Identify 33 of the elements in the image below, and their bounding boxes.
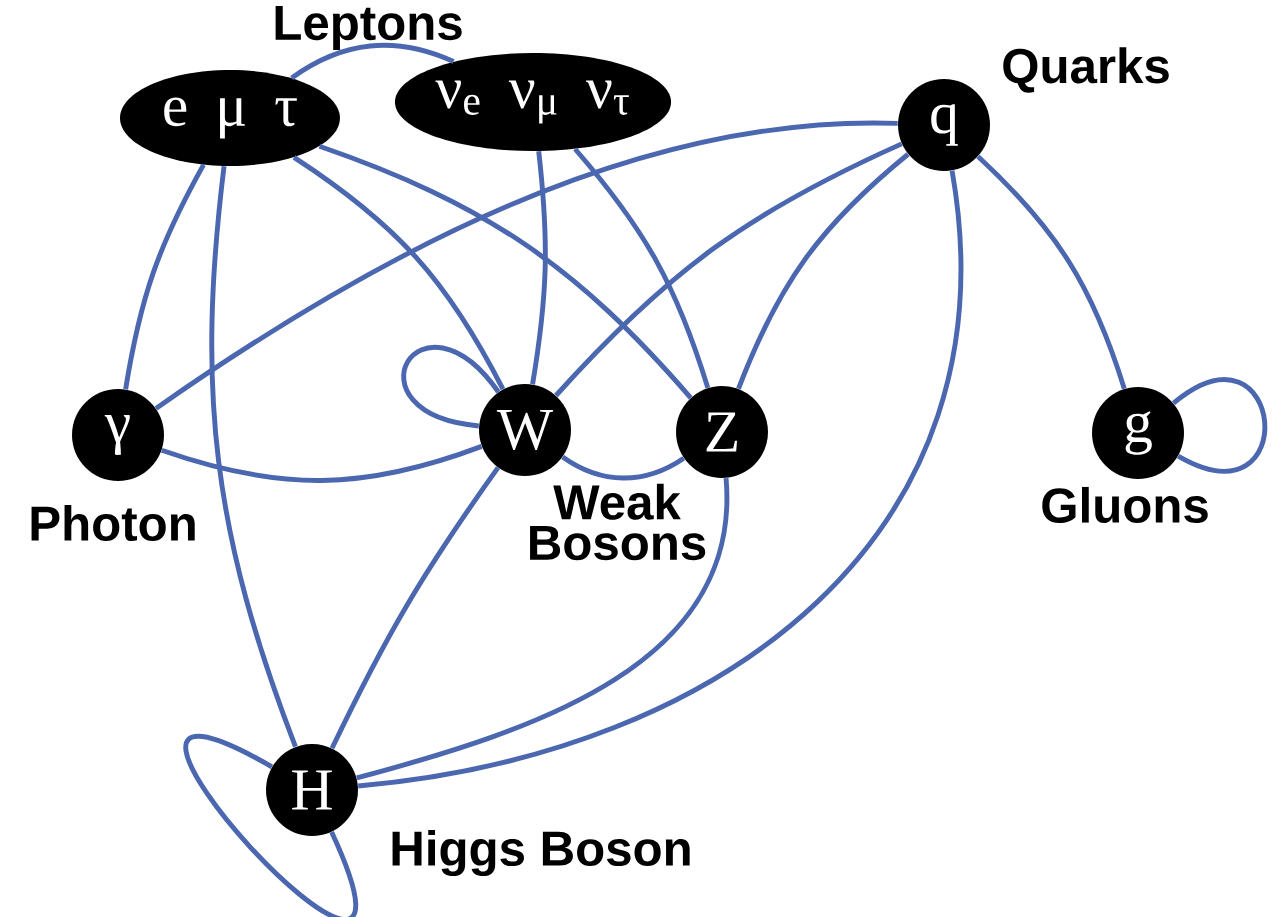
interaction-line: [401, 345, 501, 429]
interaction-line: [123, 163, 206, 390]
interaction-line: [161, 444, 483, 483]
interaction-line: [357, 170, 964, 789]
interaction-line: [209, 166, 298, 748]
interaction-line: [329, 466, 501, 750]
group-label: Leptons: [275, 5, 462, 50]
particle-label: Gluons: [1042, 486, 1208, 524]
interaction-line: [356, 478, 729, 781]
interaction-line: [561, 454, 686, 481]
interaction-line: [554, 141, 903, 398]
particle-node: H: [266, 744, 358, 836]
particle-label: Higgs Boson: [392, 829, 690, 876]
particle-node: W: [479, 384, 571, 476]
interaction-line: [290, 42, 455, 80]
particle-node: q: [898, 79, 990, 171]
interaction-line: [318, 143, 693, 400]
interaction-line: [976, 154, 1127, 390]
particle-node: Z: [676, 386, 768, 478]
particle-node: g: [1092, 387, 1184, 479]
interaction-line: [292, 155, 506, 391]
interaction-line: [1172, 377, 1268, 474]
interaction-line: [183, 735, 357, 917]
interaction-line: [573, 147, 711, 389]
particle-label: Photon: [31, 504, 195, 542]
particle-node: ν$_{e}$ ν$_{μ}$ ν$_{τ}$: [394, 53, 672, 151]
interaction-line: [736, 152, 910, 390]
interaction-line: [530, 151, 548, 385]
particle-node: e μ τ: [120, 70, 340, 166]
particle-label: Quarks: [1003, 47, 1169, 93]
group-label: Weak Bosons: [530, 483, 706, 561]
particle-node: γ: [72, 389, 164, 481]
interaction-line: [154, 120, 898, 411]
